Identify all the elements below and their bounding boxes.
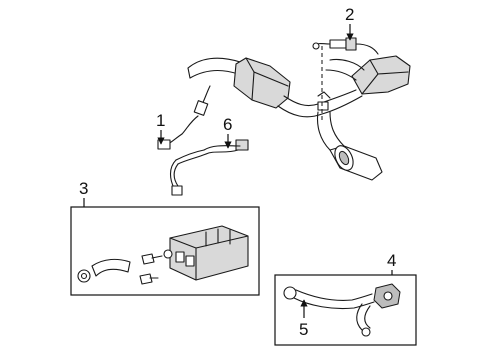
svg-text:4: 4	[387, 251, 396, 270]
vacuum-hose	[283, 286, 375, 337]
svg-text:1: 1	[156, 111, 165, 130]
right-catalytic-converter	[351, 55, 411, 95]
valve-group-box	[274, 274, 417, 346]
vacuum-switching-valve	[373, 283, 401, 309]
callout-4: 4	[387, 251, 396, 275]
callout-1: 1	[156, 111, 165, 145]
callout-5: 5	[299, 299, 308, 339]
callout-3: 3	[79, 179, 88, 207]
charcoal-canister	[163, 225, 249, 281]
svg-text:3: 3	[79, 179, 88, 198]
oxygen-sensor-1	[157, 85, 211, 150]
canister-bolts	[139, 253, 163, 285]
oxygen-sensor-2	[312, 37, 379, 120]
svg-text:2: 2	[345, 5, 354, 24]
canister-hose	[77, 258, 131, 283]
callout-6: 6	[223, 115, 232, 149]
svg-text:5: 5	[299, 320, 308, 339]
callout-2: 2	[345, 5, 354, 41]
canister-group-box	[70, 206, 260, 296]
svg-text:6: 6	[223, 115, 232, 134]
oxygen-sensor-6	[169, 139, 249, 196]
exhaust-pipe-assembly	[187, 55, 411, 181]
